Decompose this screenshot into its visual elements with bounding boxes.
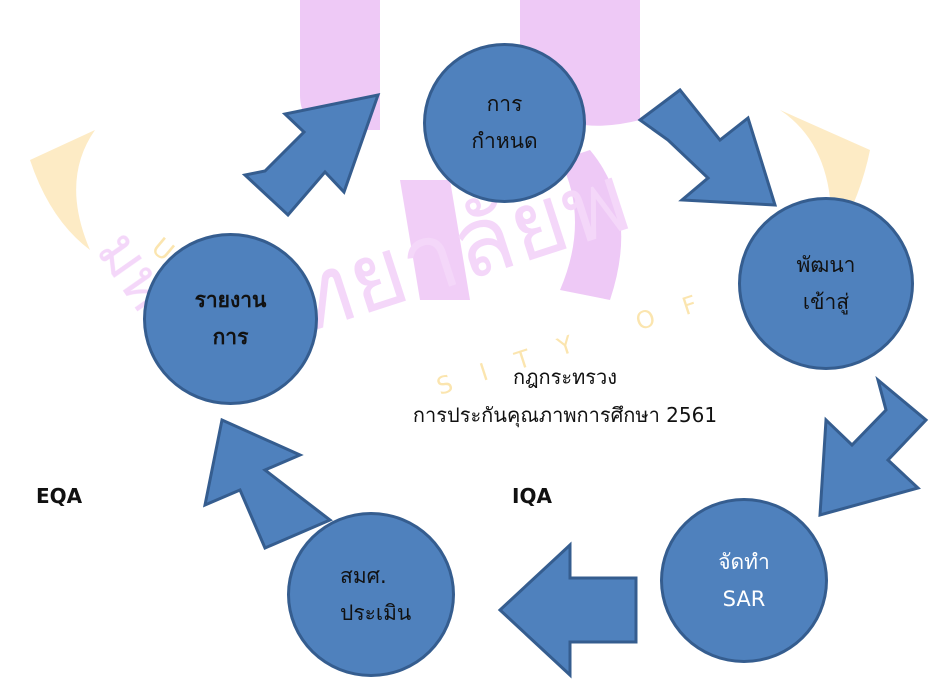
arrow-define-to-develop [637,87,778,207]
node-sar: จัดทำ SAR [660,498,828,663]
arrow-develop-to-sar [818,375,929,518]
arrow-report-to-define [241,93,381,218]
arrow-sar-to-evaluate [497,541,638,679]
node-report-line1: รายงาน [194,288,267,313]
node-report-line2: การ [212,325,249,349]
node-evaluate-line2: ประเมิน [340,600,412,625]
iqa-label: IQA [512,484,552,508]
node-develop: พัฒนา เข้าสู่ [738,197,914,370]
node-define-line2: กำหนด [471,129,538,153]
center-caption: กฎกระทรวง การประกันคุณภาพการศึกษา 2561 [355,358,775,434]
node-sar-line1: จัดทำ [718,549,770,574]
node-define-line1: การ [486,92,523,117]
eqa-label: EQA [36,484,83,508]
node-evaluate-line1: สมศ. [340,563,387,588]
node-define: การ กำหนด [423,43,586,203]
node-develop-line2: เข้าสู่ [802,289,850,314]
center-caption-line1: กฎกระทรวง [512,365,618,389]
node-report: รายงาน การ [143,233,318,405]
node-develop-line1: พัฒนา [796,252,856,277]
arrow-evaluate-to-report [202,417,333,550]
center-caption-line2: การประกันคุณภาพการศึกษา 2561 [412,403,718,427]
node-evaluate: สมศ. ประเมิน [287,512,455,677]
node-sar-line2: SAR [722,586,766,611]
